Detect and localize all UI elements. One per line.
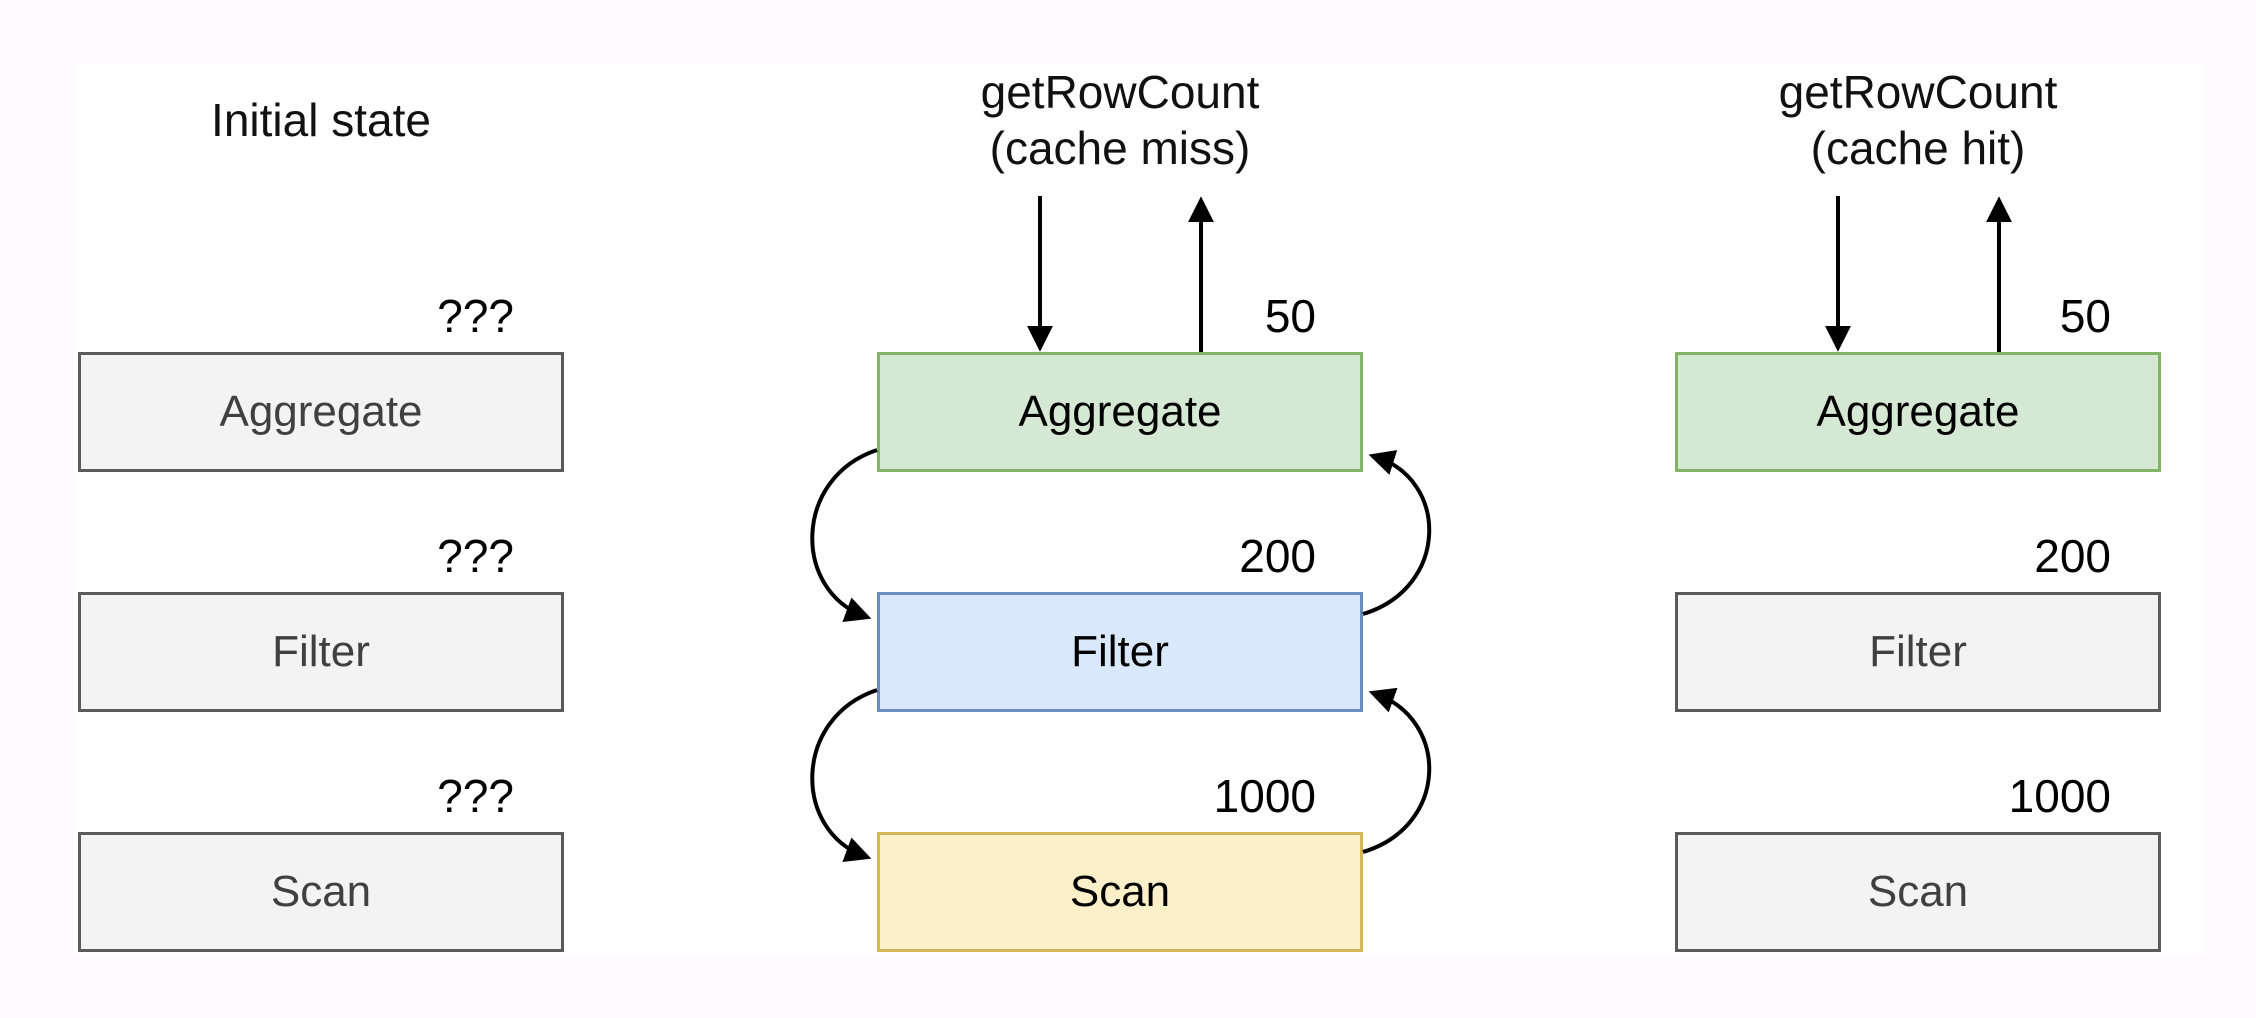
value-miss-scan: 1000 bbox=[1213, 770, 1316, 822]
column-title-initial: Initial state bbox=[211, 94, 431, 146]
title-line-2: (cache miss) bbox=[989, 122, 1251, 174]
node-hit-aggregate: Aggregate bbox=[1675, 352, 2161, 472]
value-initial-filter: ??? bbox=[437, 530, 514, 582]
column-title-cache-hit: getRowCount (cache hit) bbox=[1675, 64, 2161, 176]
node-miss-aggregate: Aggregate bbox=[877, 352, 1363, 472]
value-hit-aggregate: 50 bbox=[2059, 290, 2111, 342]
value-miss-filter: 200 bbox=[1239, 530, 1316, 582]
node-miss-scan: Scan bbox=[877, 832, 1363, 952]
node-hit-filter: Filter bbox=[1675, 592, 2161, 712]
value-initial-scan: ??? bbox=[437, 770, 514, 822]
value-hit-scan: 1000 bbox=[2008, 770, 2111, 822]
value-miss-aggregate: 50 bbox=[1264, 290, 1316, 342]
title-line-1: getRowCount bbox=[1778, 66, 2058, 118]
node-miss-filter: Filter bbox=[877, 592, 1363, 712]
title-line-2: (cache hit) bbox=[1810, 122, 2026, 174]
node-initial-scan: Scan bbox=[78, 832, 564, 952]
value-initial-aggregate: ??? bbox=[437, 290, 514, 342]
column-title-cache-miss: getRowCount (cache miss) bbox=[877, 64, 1363, 176]
node-initial-aggregate: Aggregate bbox=[78, 352, 564, 472]
title-line-1: getRowCount bbox=[980, 66, 1260, 118]
diagram-canvas bbox=[75, 63, 2205, 955]
value-hit-filter: 200 bbox=[2034, 530, 2111, 582]
node-initial-filter: Filter bbox=[78, 592, 564, 712]
node-hit-scan: Scan bbox=[1675, 832, 2161, 952]
